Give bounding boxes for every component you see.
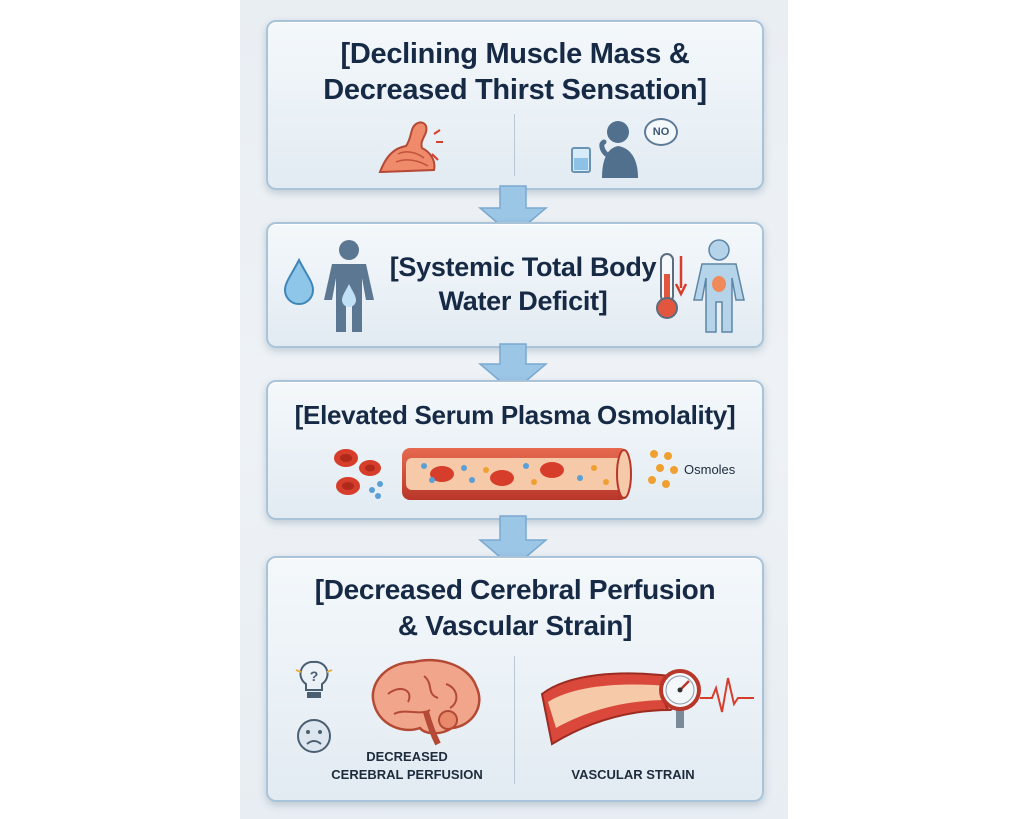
pulse-line-icon bbox=[700, 677, 754, 713]
step-2-box: [Systemic Total Body Water Deficit] bbox=[266, 222, 764, 348]
water-drop-icon bbox=[283, 257, 315, 305]
no-speech-bubble: NO bbox=[644, 118, 678, 146]
pressure-gauge-icon bbox=[659, 669, 701, 728]
step-1-box: [Declining Muscle Mass & Decreased Thirs… bbox=[266, 20, 764, 190]
step-3-box: [Elevated Serum Plasma Osmolality] bbox=[266, 380, 764, 520]
step-4-title-line-1: [Decreased Cerebral Perfusion bbox=[314, 574, 716, 605]
thermometer-icon bbox=[656, 253, 678, 319]
down-arrow-2 bbox=[477, 343, 549, 393]
step-3-title: [Elevated Serum Plasma Osmolality] bbox=[294, 400, 736, 430]
no-badge-text: NO bbox=[652, 126, 670, 138]
step-4-box: [Decreased Cerebral Perfusion & Vascular… bbox=[266, 556, 764, 802]
step-1-divider bbox=[514, 114, 515, 176]
artery-icon bbox=[540, 672, 677, 746]
sad-face-icon bbox=[297, 719, 331, 753]
step-1-title-line-2: Decreased Thirst Sensation] bbox=[323, 74, 707, 106]
down-red-arrow-icon bbox=[674, 256, 688, 297]
caption-decreased-line-2: CEREBRAL PERFUSION bbox=[331, 767, 483, 782]
osmoles-dots-icon bbox=[648, 450, 678, 488]
step-2-title-line-1: [Systemic Total Body bbox=[389, 252, 657, 282]
lightbulb-question-icon: ? bbox=[295, 660, 333, 698]
blood-vessel-icon bbox=[402, 448, 632, 500]
person-refusing-water-icon bbox=[571, 121, 638, 178]
step-2-title-line-2: Water Deficit] bbox=[438, 286, 608, 316]
step-4-divider bbox=[514, 656, 515, 784]
osmoles-label: Osmoles bbox=[684, 462, 736, 477]
step-4-title-line-2: & Vascular Strain] bbox=[397, 610, 633, 641]
flexed-arm-icon bbox=[378, 121, 443, 174]
caption-decreased-line-1: DECREASED bbox=[366, 749, 448, 764]
body-organs-icon bbox=[693, 239, 745, 333]
caption-vascular-strain: VASCULAR STRAIN bbox=[571, 767, 695, 782]
down-arrow-3 bbox=[477, 515, 549, 569]
step-1-title-line-1: [Declining Muscle Mass & bbox=[340, 38, 690, 70]
svg-text:?: ? bbox=[310, 668, 319, 684]
blood-cells-icon bbox=[334, 449, 383, 499]
brain-icon bbox=[371, 658, 481, 746]
body-silhouette-icon bbox=[324, 240, 374, 332]
